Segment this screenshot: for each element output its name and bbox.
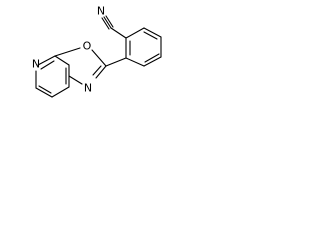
- bond-nitrile-triple-c: [101, 17, 110, 30]
- bond-phenyl-4-5-inner: [143, 31, 158, 40]
- bond-lines: [35, 15, 162, 98]
- atom-labels: N O N N: [32, 5, 105, 95]
- atom-label-oxazole-nitrogen: N: [84, 82, 92, 95]
- bond-c5-c6: [35, 87, 53, 98]
- bond-nitrile-c: [110, 27, 127, 39]
- bond-c-oxazole-nitrogen: [95, 65, 107, 79]
- bond-phenyl-2-3: [143, 56, 162, 67]
- bond-c2-oxygen: [54, 47, 81, 57]
- bond-nitrogen-c3: [68, 75, 83, 85]
- chemical-structure: N O N N: [32, 5, 162, 98]
- bond-pyridine-n-c2-inner: [40, 60, 55, 70]
- bond-phenyl-2-3-inner: [144, 53, 160, 63]
- bond-c-oxazole-nitrogen-inner: [92, 65, 102, 76]
- atom-label-nitrile-nitrogen: N: [97, 5, 105, 18]
- bond-nitrile-triple-b: [105, 15, 114, 28]
- bond-c5-c6-inner: [38, 85, 52, 94]
- atom-label-oxazole-oxygen: O: [83, 40, 92, 53]
- bond-oxygen-c-oxazole: [91, 49, 107, 67]
- bond-nitrile-triple-a: [103, 16, 112, 29]
- bond-oxazole-phenyl: [105, 57, 127, 67]
- bond-c4-c5: [51, 86, 70, 98]
- bond-pyridine-n-c2: [37, 55, 56, 66]
- bond-phenyl-4-5: [143, 27, 162, 38]
- bond-phenyl-1-2: [125, 57, 145, 67]
- bond-phenyl-5-6: [125, 27, 145, 39]
- bond-c2-c3: [54, 55, 70, 66]
- atom-label-pyridine-nitrogen: N: [32, 58, 40, 71]
